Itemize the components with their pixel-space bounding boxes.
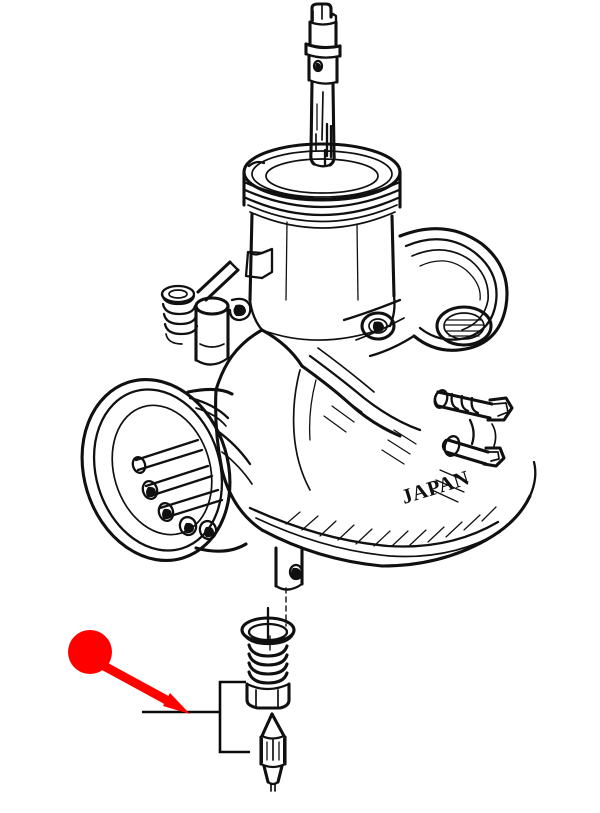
annotation-dot [68, 630, 112, 674]
needle-valve-seat-part [240, 606, 296, 710]
float-valve-boss [269, 546, 304, 653]
annotation-arrow-shaft [101, 662, 175, 707]
float-needle-part [259, 712, 287, 792]
japan-casting-mark: JAPAN [398, 465, 472, 508]
japan-label: JAPAN [398, 465, 472, 508]
annotation-arrow-head [163, 693, 190, 714]
mixing-chamber-body-part [244, 212, 396, 341]
mixing-chamber-cap-part [242, 142, 402, 229]
callout-bracket [142, 680, 250, 754]
air-screw-part [433, 389, 514, 468]
carburetor-main-body [214, 328, 537, 568]
throttle-cable-adjuster-part [304, 2, 342, 168]
idle-adjust-screw-part [160, 260, 252, 366]
mounting-flange-part [342, 227, 509, 358]
intake-bell-mouth-part [80, 377, 248, 563]
annotation-callout-arrow [68, 630, 190, 714]
